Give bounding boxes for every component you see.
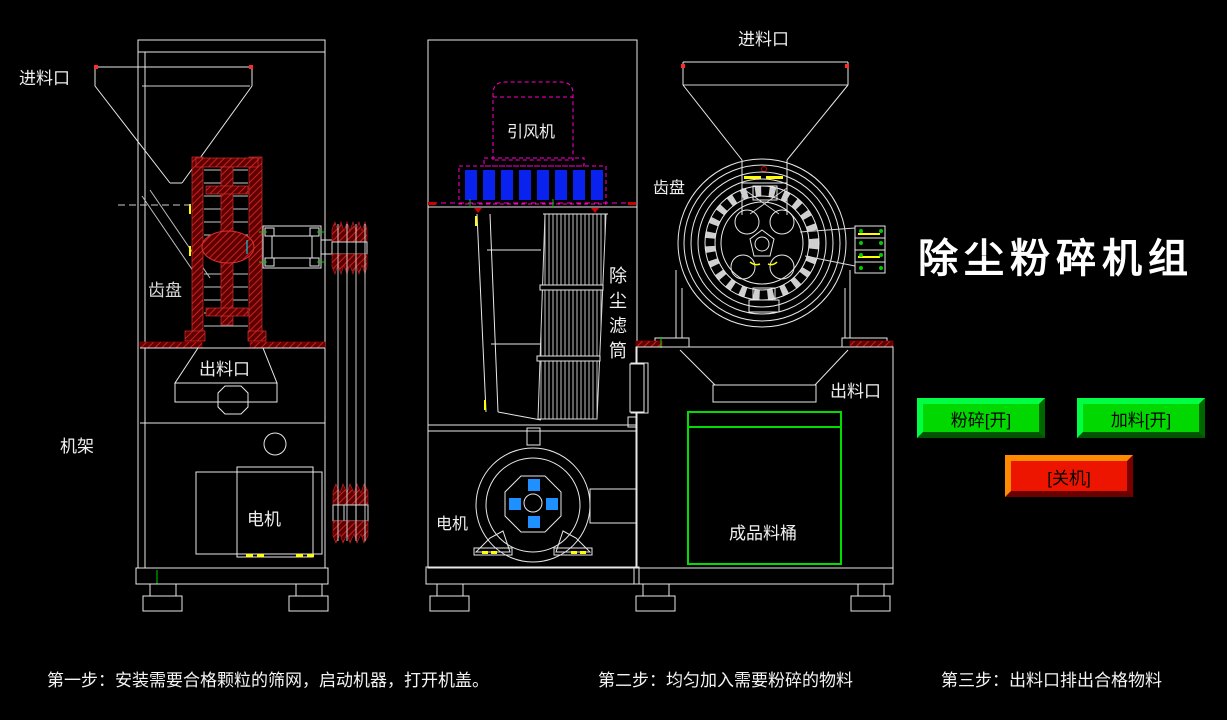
left-outlet-hood (174, 347, 278, 415)
label-product-barrel: 成品料桶 (729, 524, 797, 543)
middle-base (425, 566, 640, 612)
crusher-assembly (184, 156, 336, 342)
step-2-text: 第二步：均匀加入需要粉碎的物料 (598, 671, 853, 690)
label-left-inlet: 进料口 (19, 69, 70, 88)
step-1-text: 第一步：安装需要合格颗粒的筛网，启动机器，打开机盖。 (47, 671, 489, 690)
left-motor (195, 432, 323, 558)
left-base (135, 567, 329, 612)
right-hopper (681, 61, 849, 215)
label-left-gear-disc: 齿盘 (148, 281, 182, 300)
feed-on-button[interactable]: 加料[开] (1077, 398, 1205, 438)
label-left-motor: 电机 (247, 510, 281, 529)
label-left-outlet: 出料口 (199, 360, 250, 379)
middle-motor-fan (473, 447, 637, 563)
step-3-text: 第三步：出料口排出合格物料 (941, 671, 1162, 690)
louver-bars (465, 170, 603, 200)
label-right-gear-disc: 齿盘 (653, 180, 686, 197)
belt-lines (337, 224, 366, 541)
gear-disc (654, 158, 888, 348)
label-dust-filter: 除尘滤筒 (607, 266, 627, 366)
inlet-duct (475, 213, 542, 421)
right-view (627, 61, 894, 612)
fan-housing (458, 81, 607, 205)
shutdown-button[interactable]: [关机] (1005, 455, 1133, 497)
product-barrel-outline (687, 411, 842, 565)
top-pulley (331, 220, 368, 276)
right-cabinet (627, 346, 894, 569)
page-title: 除尘粉碎机组 (918, 237, 1194, 281)
label-right-inlet: 进料口 (738, 30, 789, 49)
label-fan: 引风机 (507, 124, 556, 141)
crush-on-button[interactable]: 粉碎[开] (917, 398, 1045, 438)
left-view (94, 39, 369, 612)
filter-cartridge (536, 213, 608, 420)
label-right-outlet: 出料口 (830, 382, 881, 401)
label-middle-motor: 电机 (436, 516, 469, 533)
right-base (633, 567, 894, 612)
label-frame: 机架 (60, 437, 94, 456)
